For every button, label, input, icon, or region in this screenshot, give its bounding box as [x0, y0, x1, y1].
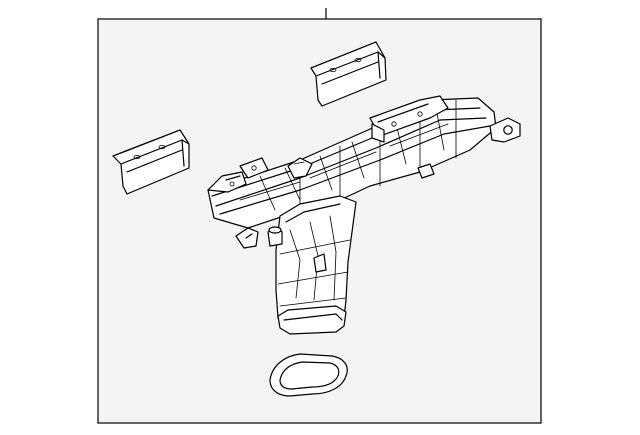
- duct-seal-gasket-icon: [269, 353, 348, 397]
- air-duct-assembly-icon: [207, 95, 521, 335]
- right-bracket-icon: [310, 41, 387, 107]
- left-bracket-icon: [112, 129, 190, 195]
